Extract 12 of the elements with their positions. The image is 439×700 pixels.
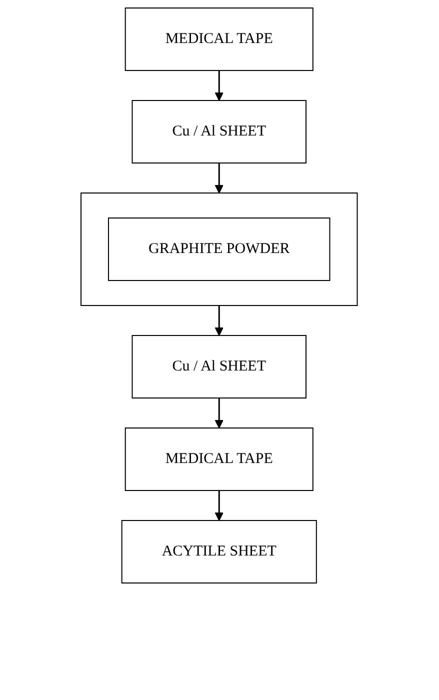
node-box: GRAPHITE POWDER: [108, 218, 331, 281]
node-box: MEDICAL TAPE: [125, 8, 314, 71]
cluster: [80, 192, 358, 306]
arrow: [215, 306, 224, 336]
node-box: Cu / Al SHEET: [132, 335, 307, 398]
arrow: [215, 70, 224, 101]
arrow: [215, 490, 224, 521]
arrow: [215, 398, 224, 428]
arrow: [215, 163, 224, 194]
node-box: MEDICAL TAPE: [125, 428, 314, 491]
node-box: Cu / Al SHEET: [132, 100, 307, 164]
node-box: ACYTILE SHEET: [122, 520, 318, 584]
